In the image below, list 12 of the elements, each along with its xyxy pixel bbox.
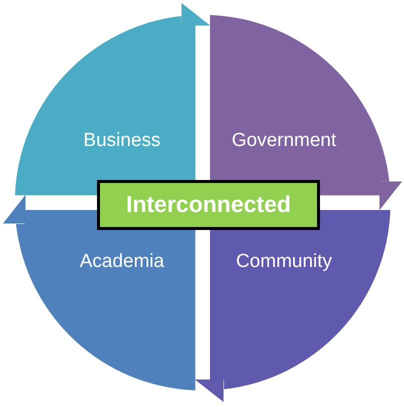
center-label: Interconnected [126,192,291,218]
circle-quarter-segment [15,16,196,196]
arrowhead [380,181,402,210]
arrowhead [3,195,26,224]
arrowhead [195,380,224,402]
circle-quarter-segment [210,15,389,196]
arrowhead [181,3,210,26]
segment-label: Academia [80,251,164,273]
segment-label: Government [232,130,336,152]
segment-label: Business [83,130,161,152]
segment-label: Community [236,251,332,273]
label-banner [97,180,320,230]
